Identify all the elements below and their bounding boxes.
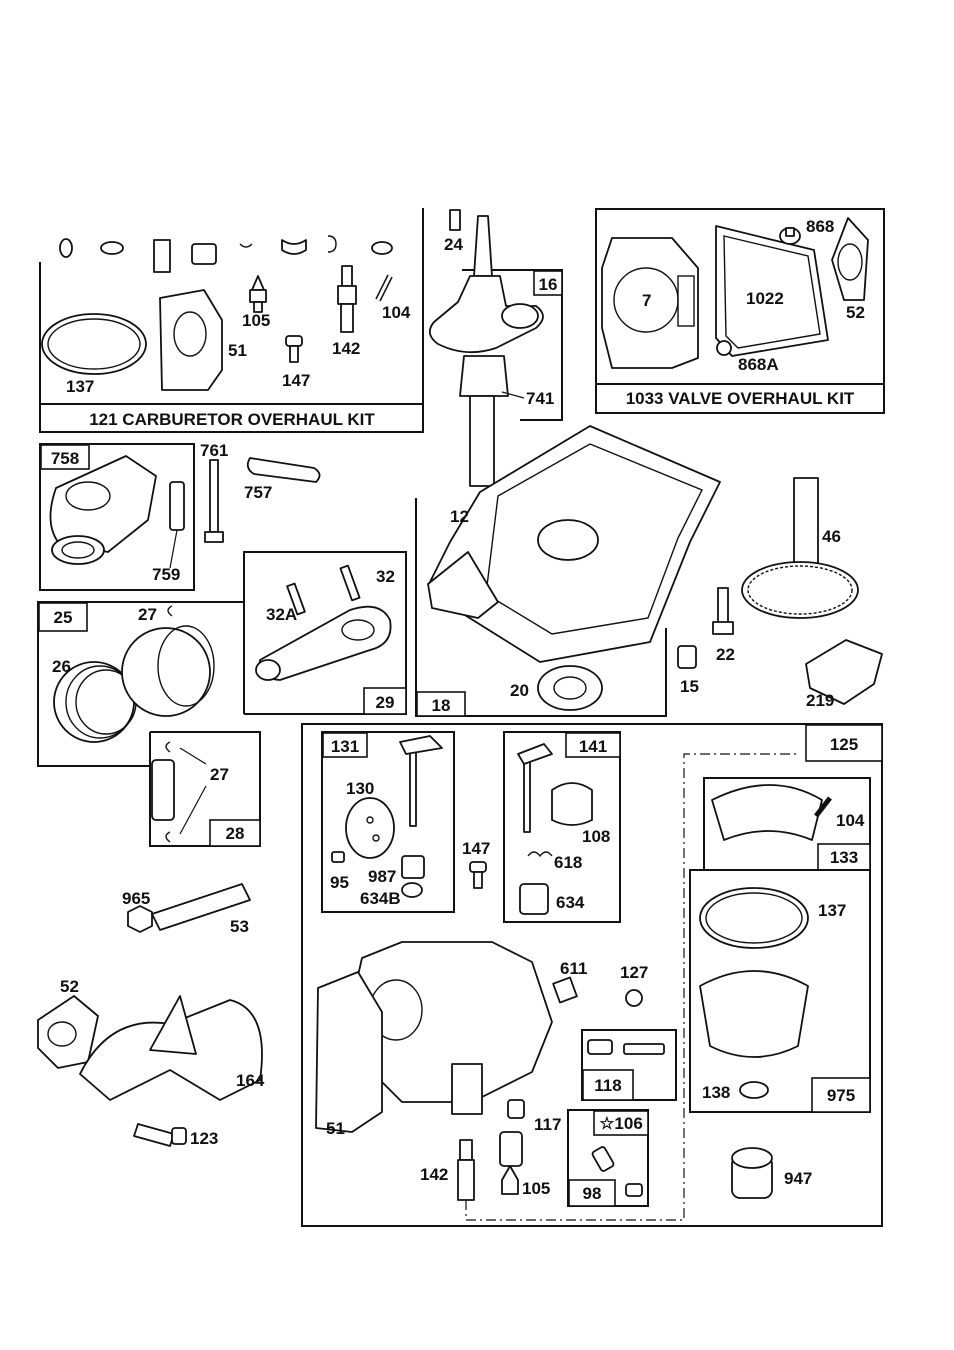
label-618: 618 xyxy=(554,853,582,872)
label-147: 147 xyxy=(282,371,310,390)
label-104-b: 104 xyxy=(836,811,865,830)
label-761: 761 xyxy=(200,441,228,460)
screw-147-kit xyxy=(286,336,302,362)
label-106: ☆106 xyxy=(599,1114,643,1133)
label-868: 868 xyxy=(806,217,834,236)
crankshaft-group: 24 16 741 xyxy=(430,210,562,486)
label-32: 32 xyxy=(376,567,395,586)
valve-seal-868 xyxy=(780,228,800,244)
label-142: 142 xyxy=(332,339,360,358)
label-164: 164 xyxy=(236,1071,265,1090)
label-141: 141 xyxy=(579,737,607,756)
label-32A: 32A xyxy=(266,605,297,624)
label-947: 947 xyxy=(784,1169,812,1188)
gasket-51-kit xyxy=(160,290,222,390)
label-28: 28 xyxy=(226,824,245,843)
jet-142-kit xyxy=(338,266,356,332)
label-868A: 868A xyxy=(738,355,779,374)
label-123: 123 xyxy=(190,1129,218,1148)
bolt-761: 761 xyxy=(200,441,228,542)
label-24: 24 xyxy=(444,235,463,254)
valve-overhaul-kit: 1033 VALVE OVERHAUL KIT 7 1022 868 52 86… xyxy=(596,209,884,413)
label-27: 27 xyxy=(138,605,157,624)
needle-105-kit xyxy=(250,276,266,312)
label-25: 25 xyxy=(54,608,73,627)
label-741: 741 xyxy=(526,389,554,408)
label-118: 118 xyxy=(594,1076,621,1095)
governor-219: 219 xyxy=(806,640,882,710)
solenoid-947: 947 xyxy=(732,1148,812,1198)
label-634: 634 xyxy=(556,893,585,912)
gasket-52-valve xyxy=(832,218,868,300)
gasket-137-kit xyxy=(42,314,146,374)
label-27-b: 27 xyxy=(210,765,229,784)
label-147-b: 147 xyxy=(462,839,490,858)
label-105-b: 105 xyxy=(522,1179,550,1198)
label-759: 759 xyxy=(152,565,180,584)
label-975: 975 xyxy=(827,1086,855,1105)
label-46: 46 xyxy=(822,527,841,546)
label-117: 117 xyxy=(534,1115,561,1134)
piston-group-25: 25 27 26 xyxy=(38,602,244,766)
label-130: 130 xyxy=(346,779,374,798)
label-108: 108 xyxy=(582,827,610,846)
label-7: 7 xyxy=(642,291,651,310)
piston xyxy=(122,626,214,716)
label-133: 133 xyxy=(830,848,858,867)
label-138: 138 xyxy=(702,1083,730,1102)
label-611: 611 xyxy=(560,959,587,978)
label-137-b: 137 xyxy=(818,901,846,920)
bolt-22: 22 xyxy=(713,588,735,664)
carburetor-kit-title: 121 CARBURETOR OVERHAUL KIT xyxy=(89,410,375,429)
label-142-b: 142 xyxy=(420,1165,448,1184)
label-52-b: 52 xyxy=(60,977,79,996)
label-53: 53 xyxy=(230,917,249,936)
pin-104-kit xyxy=(378,276,390,300)
label-1022: 1022 xyxy=(746,289,784,308)
bolt-123: 123 xyxy=(134,1124,218,1148)
governor-crank-group-758: 758 759 xyxy=(40,444,194,590)
seal-868A xyxy=(717,341,731,355)
label-757: 757 xyxy=(244,483,272,502)
label-51-b: 51 xyxy=(326,1119,345,1138)
label-98: 98 xyxy=(583,1184,602,1203)
carburetor-overhaul-kit: 121 CARBURETOR OVERHAUL KIT xyxy=(40,208,423,432)
carburetor-group-125: 125 131 130 95 987 634B 141 108 618 634 … xyxy=(302,724,882,1226)
label-965: 965 xyxy=(122,889,150,908)
intake-manifold-164: 52 164 xyxy=(38,977,265,1100)
piston-pin-group-28: 28 27 xyxy=(150,732,260,846)
label-758: 758 xyxy=(51,449,79,468)
link-757: 757 xyxy=(244,458,320,502)
label-26: 26 xyxy=(52,657,71,676)
throttle-shaft-53: 965 53 xyxy=(122,884,250,936)
valve-kit-title: 1033 VALVE OVERHAUL KIT xyxy=(626,389,855,408)
plug-15: 15 xyxy=(678,646,699,696)
label-16: 16 xyxy=(539,275,558,294)
label-105: 105 xyxy=(242,311,270,330)
label-104: 104 xyxy=(382,303,411,322)
label-137: 137 xyxy=(66,377,94,396)
camshaft-46: 46 xyxy=(742,478,858,618)
crankcase-group-18: 18 12 20 xyxy=(416,426,720,716)
label-95: 95 xyxy=(330,873,349,892)
connecting-rod-group-29: 29 32A 32 xyxy=(244,552,406,714)
label-15: 15 xyxy=(680,677,699,696)
label-634B: 634B xyxy=(360,889,401,908)
label-987: 987 xyxy=(368,867,396,886)
label-12: 12 xyxy=(450,507,469,526)
label-52: 52 xyxy=(846,303,865,322)
label-29: 29 xyxy=(376,693,395,712)
label-18: 18 xyxy=(432,696,451,715)
label-219: 219 xyxy=(806,691,834,710)
label-125: 125 xyxy=(830,735,858,754)
label-22: 22 xyxy=(716,645,735,664)
label-131: 131 xyxy=(331,737,359,756)
label-20: 20 xyxy=(510,681,529,700)
label-127: 127 xyxy=(620,963,648,982)
label-51: 51 xyxy=(228,341,247,360)
